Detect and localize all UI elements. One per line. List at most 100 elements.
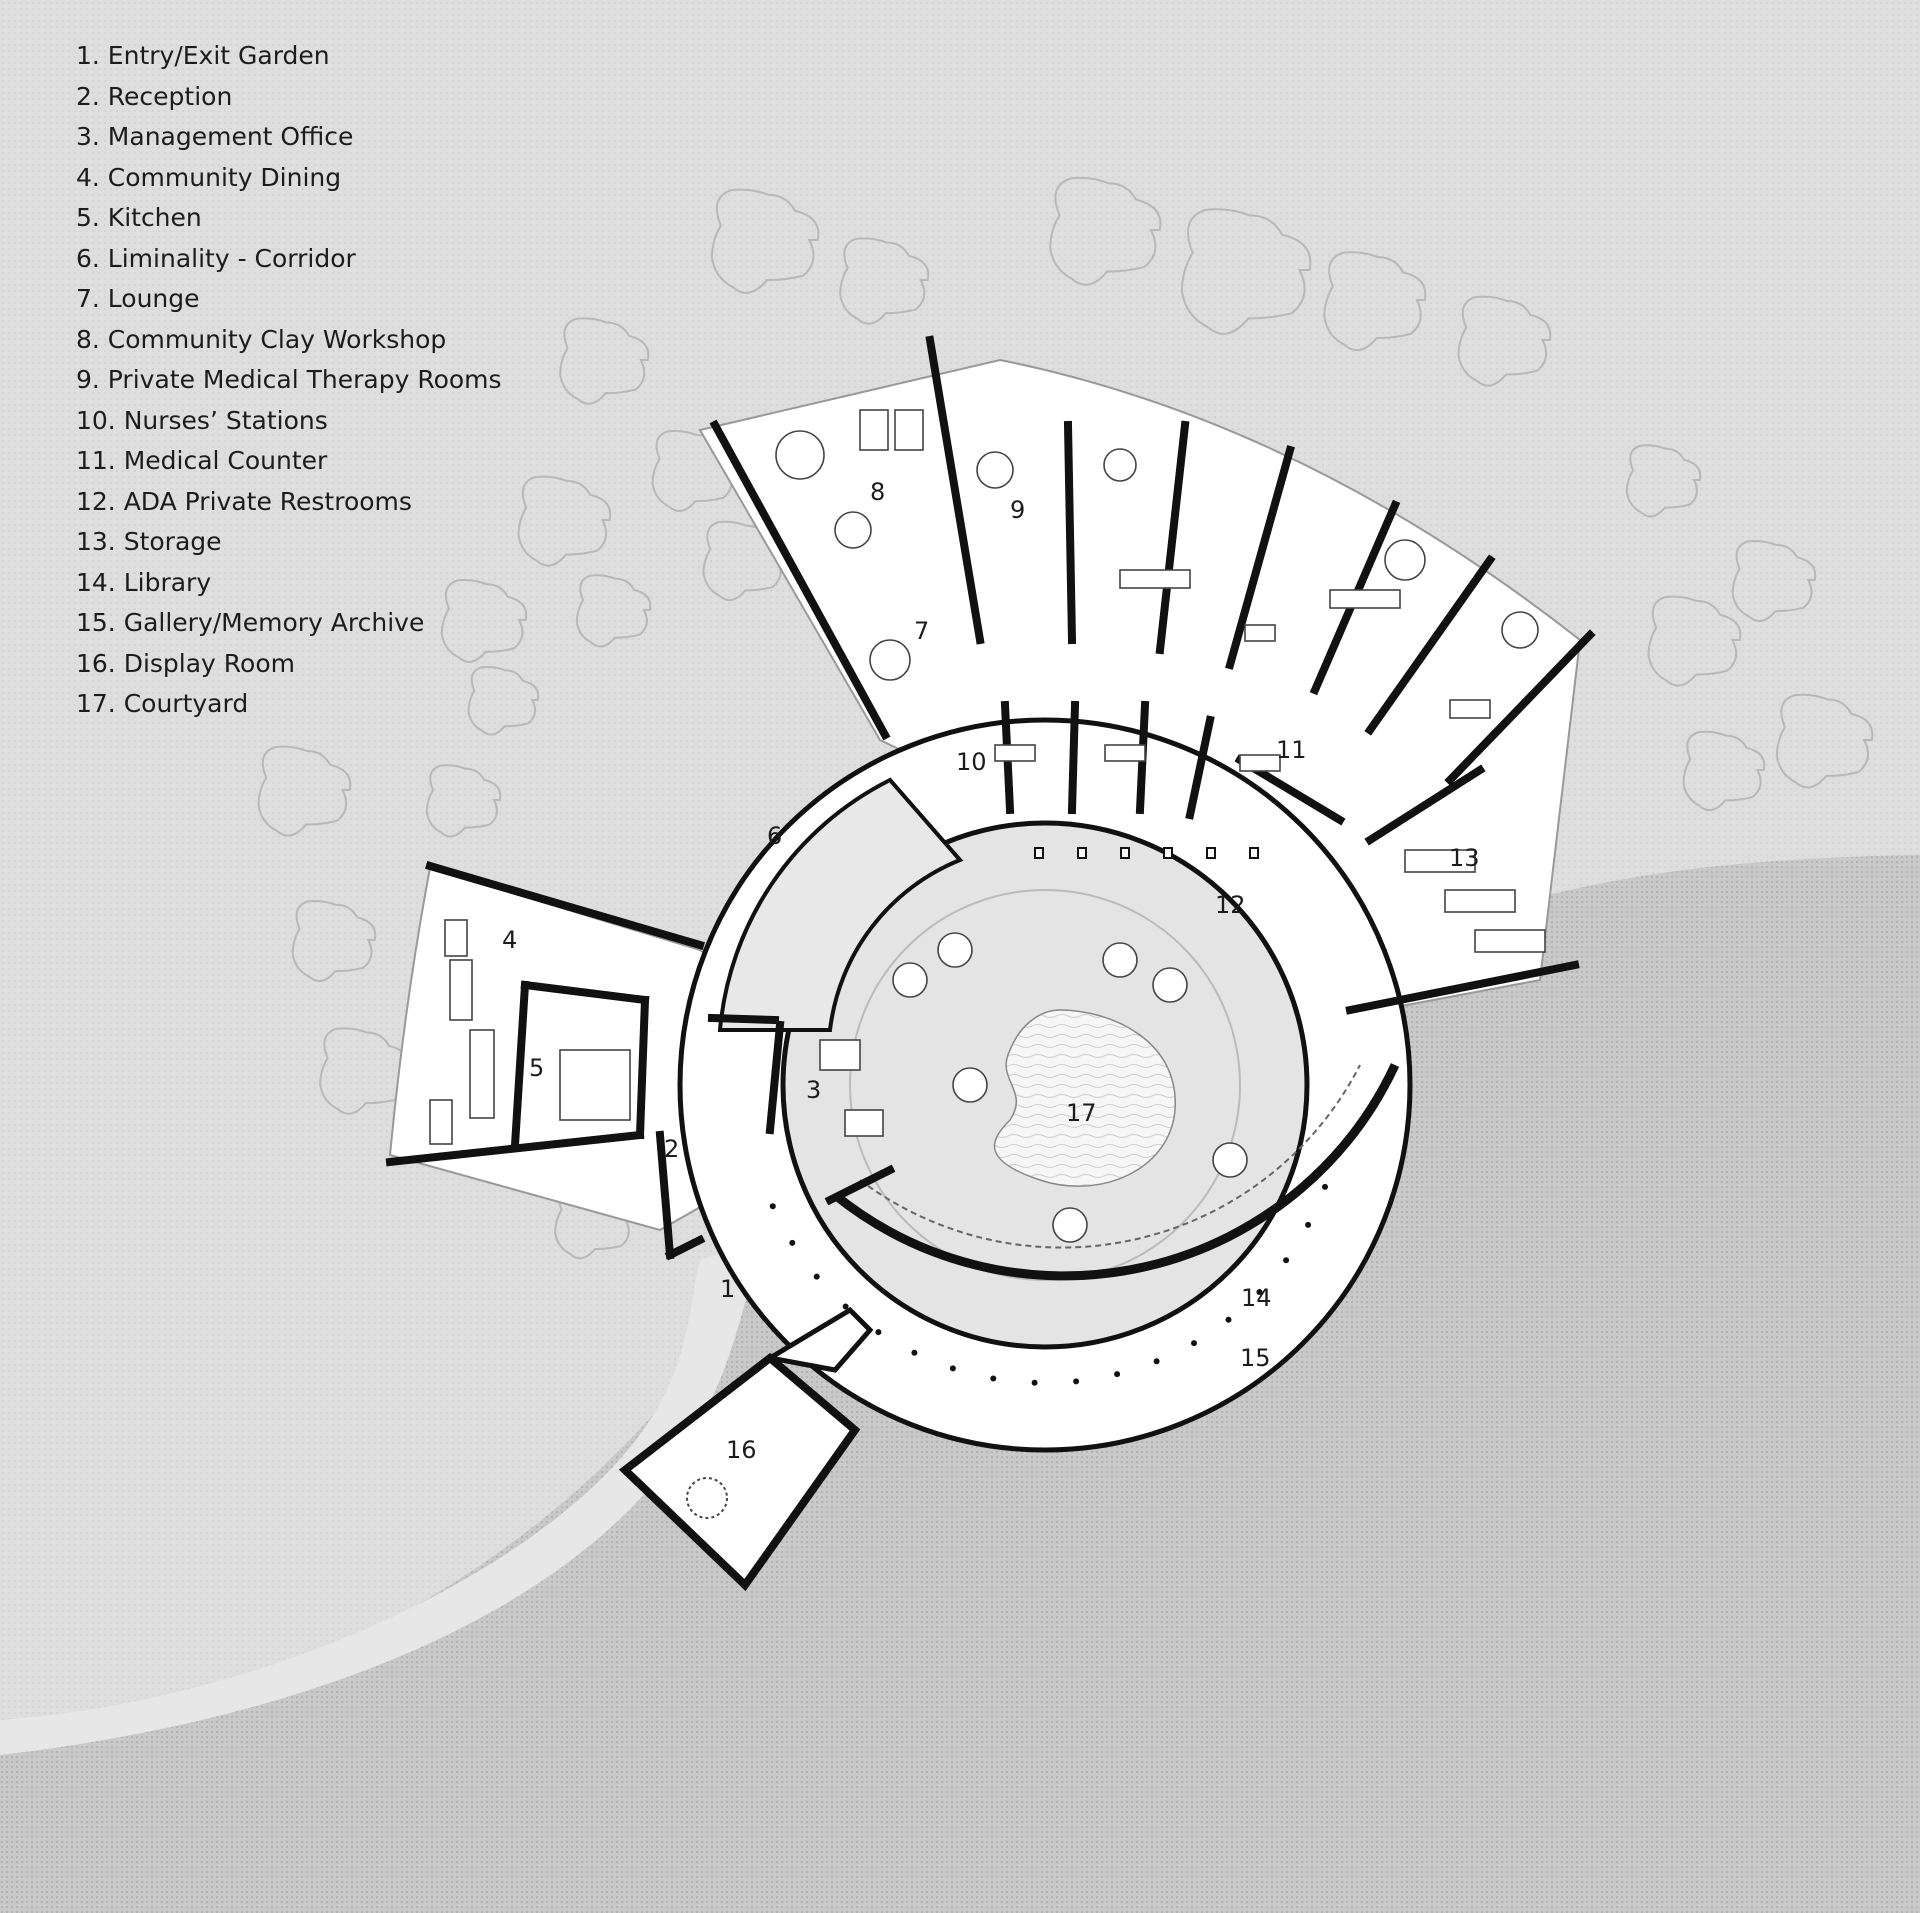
column-post — [1034, 847, 1044, 859]
legend-item: 3. Management Office — [76, 122, 354, 151]
room-number-7: 7 — [914, 617, 929, 645]
tree-outline — [425, 764, 502, 838]
wall-segment — [1345, 960, 1580, 1015]
round-table — [869, 639, 911, 681]
tree-outline — [1775, 693, 1874, 789]
furniture-block — [449, 959, 473, 1021]
column-post — [1163, 847, 1173, 859]
display-pedestal — [686, 1477, 728, 1519]
courtyard-table — [937, 932, 973, 968]
outer-wing-floor — [698, 358, 1582, 1012]
legend-item: 4. Community Dining — [76, 162, 342, 192]
legend-item: 8. Community Clay Workshop — [76, 324, 447, 354]
tree-outline — [1682, 730, 1766, 812]
wall-segment — [1225, 445, 1295, 670]
furniture-block — [1444, 889, 1516, 913]
wall-segment — [1063, 420, 1077, 645]
furniture-block — [1239, 754, 1281, 772]
room-number-5: 5 — [529, 1054, 544, 1082]
room-number-17: 17 — [1066, 1099, 1097, 1127]
entry-passage — [763, 1306, 874, 1373]
tree-outline — [1180, 208, 1312, 335]
legend-item: 9. Private Medical Therapy Rooms — [76, 365, 502, 394]
tree-outline — [319, 1027, 410, 1115]
furniture-block — [1449, 699, 1491, 719]
column-post — [1206, 847, 1216, 859]
legend-item: 6. Liminality - Corridor — [76, 243, 356, 273]
wall-segment — [1444, 629, 1596, 786]
legend-item: 17. Courtyard — [76, 689, 249, 718]
legend-item: 11. Medical Counter — [76, 446, 328, 475]
library-column — [911, 1349, 918, 1356]
tree-outline — [1457, 295, 1552, 387]
pond — [993, 1009, 1176, 1187]
room-number-4: 4 — [502, 926, 517, 954]
round-table — [775, 430, 825, 480]
library-column — [949, 1365, 956, 1372]
round-table — [834, 511, 872, 549]
furniture-block — [1329, 589, 1401, 609]
furniture-block — [1104, 744, 1146, 762]
library-column — [842, 1303, 849, 1310]
tree-outline — [1049, 176, 1162, 286]
tree-outline — [559, 317, 650, 405]
furniture-block — [1474, 929, 1546, 953]
column-post — [1077, 847, 1087, 859]
building — [388, 358, 1582, 1592]
tree-outline — [710, 188, 820, 294]
library-column — [1225, 1316, 1232, 1323]
furniture-block — [844, 1109, 884, 1137]
display-room-floor — [618, 1352, 861, 1592]
wall-segment — [510, 980, 530, 1150]
furniture-block — [994, 744, 1036, 762]
library-column — [1256, 1289, 1263, 1295]
wall-segment — [1364, 554, 1496, 736]
room-number-9: 9 — [1010, 496, 1025, 524]
furniture-block — [444, 919, 468, 957]
legend: 1. Entry/Exit Garden 2. Reception 3. Man… — [76, 36, 502, 725]
wall-segment — [707, 1013, 780, 1025]
room-number-2: 2 — [664, 1135, 679, 1163]
tree-outline — [839, 237, 930, 325]
corridor-planter — [717, 777, 964, 1032]
library-column — [1114, 1371, 1121, 1378]
wall-segment — [765, 1020, 785, 1135]
wall-segment — [824, 1164, 896, 1206]
room-number-3: 3 — [806, 1076, 821, 1104]
room-number-6: 6 — [767, 822, 782, 850]
room-labels: 1 2 3 4 5 6 7 8 9 10 11 12 13 14 15 16 1… — [502, 478, 1480, 1464]
furniture-block — [469, 1029, 495, 1119]
wall-segment — [664, 1234, 706, 1261]
wall-segment — [1155, 420, 1190, 655]
wall-segment — [520, 980, 650, 1005]
wall-segment — [1185, 715, 1215, 820]
library-column — [1031, 1379, 1038, 1386]
wall-segment — [655, 1130, 675, 1260]
wall-segment — [425, 861, 705, 950]
legend-item: 12. ADA Private Restrooms — [76, 486, 412, 516]
library-column — [769, 1203, 776, 1210]
furniture-block — [1244, 624, 1276, 642]
column-post — [1249, 847, 1259, 859]
library-column — [1191, 1340, 1197, 1347]
library-column — [789, 1239, 796, 1246]
room-number-13: 13 — [1449, 844, 1480, 872]
wall-segment — [1067, 700, 1080, 815]
room-number-1: 1 — [720, 1275, 735, 1303]
legend-item: 13. Storage — [76, 527, 222, 556]
furniture-block — [819, 1039, 861, 1071]
furniture-block — [429, 1099, 453, 1145]
courtyard-table — [1212, 1142, 1248, 1178]
legend-item: 10. Nurses’ Stations — [76, 405, 328, 435]
round-table — [1501, 611, 1539, 649]
gallery-arc-wall — [832, 1063, 1400, 1281]
courtyard-table — [1052, 1207, 1088, 1243]
legend-item: 1. Entry/Exit Garden — [76, 41, 330, 70]
tree-outline — [291, 899, 377, 982]
furniture-block — [1119, 569, 1191, 589]
room-number-14: 14 — [1241, 1284, 1272, 1312]
wall-segment — [1364, 764, 1486, 846]
garden-path — [0, 1240, 760, 1755]
room-number-10: 10 — [956, 748, 987, 776]
